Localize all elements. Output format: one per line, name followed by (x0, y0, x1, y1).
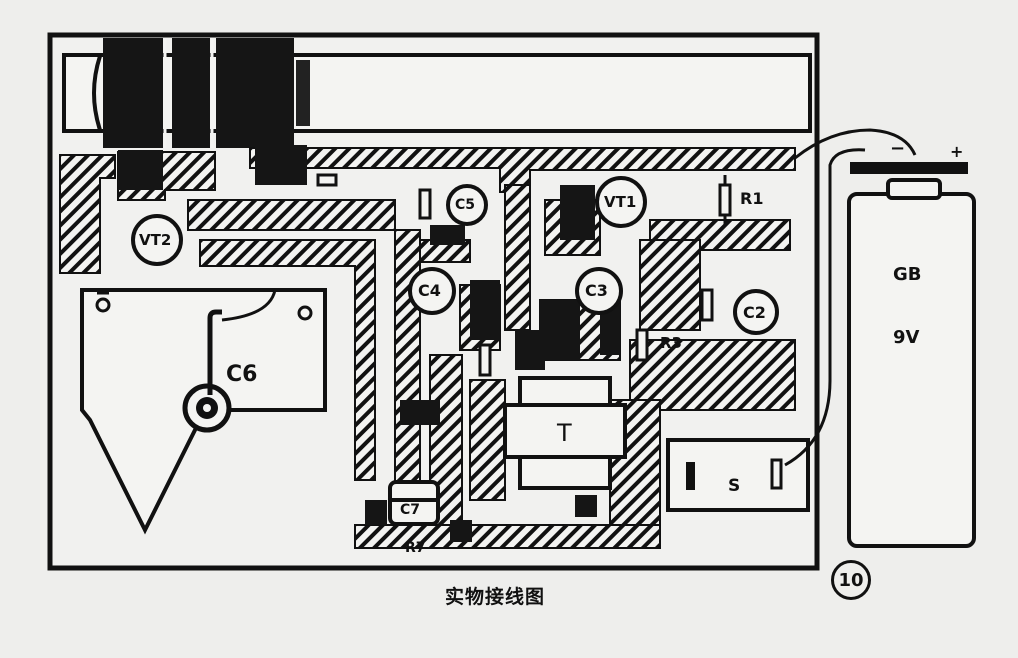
battery-wires (784, 128, 917, 467)
label-r1: R1 (740, 189, 764, 208)
label-c6: C6 (226, 362, 258, 387)
solid-pads (118, 145, 620, 542)
ferrite-rod-antenna (62, 38, 812, 148)
battery-gb (847, 162, 976, 548)
label-minus: − (890, 138, 906, 159)
capacitor-c5 (446, 184, 488, 226)
capacitor-c2 (733, 289, 779, 335)
label-c3: C3 (585, 281, 608, 300)
label-r3: R3 (660, 334, 682, 352)
transformer-t (503, 376, 627, 490)
label-c4: C4 (418, 281, 441, 300)
transistor-vt2 (131, 214, 183, 266)
label-c2: C2 (743, 303, 766, 322)
capacitor-c3 (575, 267, 623, 315)
switch-s (666, 438, 810, 512)
capacitor-c7 (388, 480, 440, 526)
label-r7: R7 (405, 540, 426, 556)
resistors (316, 173, 732, 377)
variable-capacitor-c6 (80, 288, 327, 535)
label-switch: S (728, 476, 741, 496)
figure-number: 10 (831, 560, 871, 600)
label-c7: C7 (400, 502, 421, 518)
label-battery-voltage: 9V (893, 327, 920, 348)
capacitor-c4 (408, 267, 456, 315)
diagram-caption: 实物接线图 (445, 586, 546, 608)
label-vt2: VT2 (139, 231, 172, 249)
label-c5: C5 (455, 197, 476, 213)
label-battery-name: GB (893, 264, 922, 285)
label-plus: + (950, 142, 964, 161)
transistor-vt1 (595, 176, 647, 228)
label-transformer: T (557, 419, 572, 447)
label-vt1: VT1 (604, 193, 637, 211)
